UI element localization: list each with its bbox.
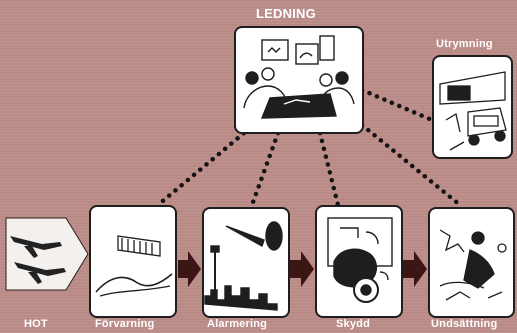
arrow-1 <box>178 251 201 287</box>
warning-radar-icon <box>95 235 173 297</box>
link-to-undsattning <box>359 122 463 208</box>
arrow-2 <box>290 251 314 287</box>
ledning-panel <box>234 26 364 134</box>
siren-icon <box>204 221 283 311</box>
aircraft-icon <box>10 236 66 284</box>
undsattning-label: Undsättning <box>431 318 498 330</box>
hot-threat-arrow <box>5 217 89 291</box>
command-links <box>155 87 463 208</box>
forvarning-label: Förvarning <box>95 318 155 330</box>
alarmering-panel <box>202 207 290 318</box>
process-arrows <box>178 251 427 287</box>
evacuation-scene-icon <box>439 71 507 151</box>
skydd-panel <box>315 205 403 318</box>
gas-mask-shelter-icon <box>327 217 393 303</box>
rescue-scene-icon <box>439 229 507 301</box>
link-to-alarmering <box>249 130 281 208</box>
link-to-utrymning <box>359 87 435 123</box>
skydd-label: Skydd <box>336 318 371 330</box>
hot-label: HOT <box>24 318 48 330</box>
link-to-skydd <box>317 130 341 208</box>
meeting-scene-icon <box>243 35 355 119</box>
ledning-title: LEDNING <box>256 6 316 21</box>
arrow-3 <box>402 251 427 287</box>
utrymning-label: Utrymning <box>436 38 493 50</box>
forvarning-panel <box>89 205 177 318</box>
alarmering-label: Alarmering <box>207 318 268 330</box>
link-to-forvarning <box>155 125 253 208</box>
undsattning-panel <box>428 207 515 318</box>
utrymning-panel <box>432 55 513 159</box>
